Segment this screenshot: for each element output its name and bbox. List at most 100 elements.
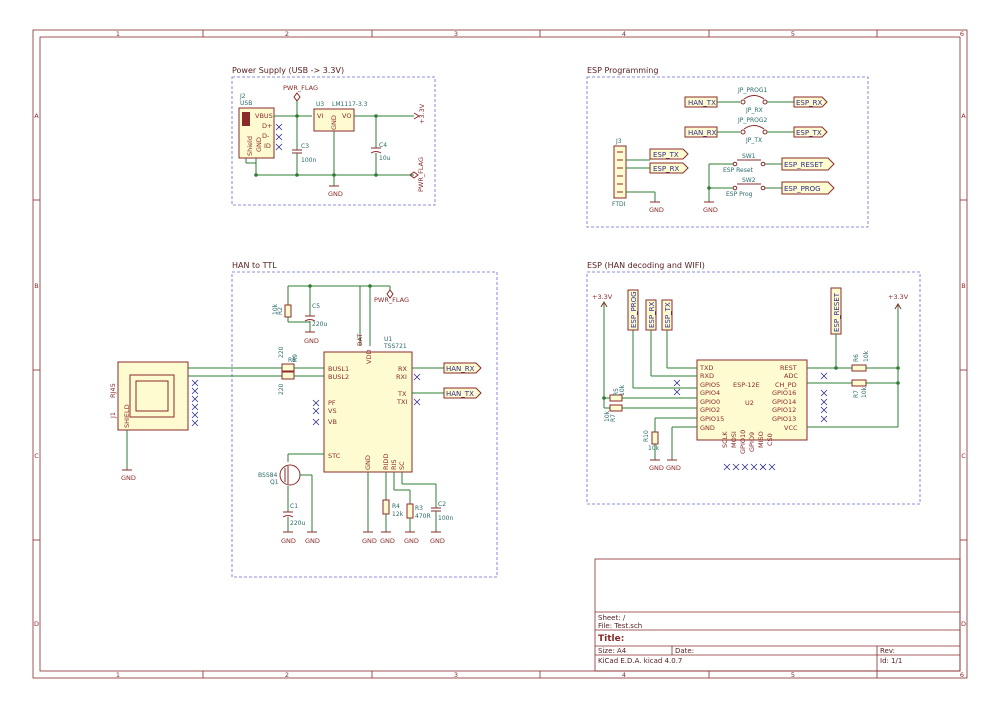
col-label-3-bottom: 3 bbox=[454, 671, 458, 679]
rj45-shield: SHIELD bbox=[123, 404, 131, 428]
gnd-c1: GND bbox=[281, 537, 296, 545]
usb-vbus-pin: VBUS bbox=[255, 112, 273, 120]
gnd-c2: GND bbox=[430, 537, 445, 545]
row-label-b-right: B bbox=[961, 282, 965, 290]
u3-value: LM1117-3.3 bbox=[332, 101, 368, 108]
net-han-tx-prog: HAN_TX bbox=[688, 99, 716, 107]
esp-gpio14: GPIO14 bbox=[772, 398, 796, 406]
j3-ref: J3 bbox=[615, 138, 622, 145]
row-label-c: C bbox=[34, 452, 39, 460]
u1-gnd: GND bbox=[364, 455, 372, 470]
esp-u2-value: ESP-12E bbox=[733, 381, 760, 389]
usb-dplus-pin: D+ bbox=[262, 122, 272, 130]
c1-ref: C1 bbox=[290, 503, 298, 510]
usb-gnd-pin: GND bbox=[255, 137, 263, 152]
r9-ref: R9 bbox=[292, 354, 299, 362]
esp-adc: ADC bbox=[784, 372, 798, 380]
jp2-value: JP_TX bbox=[745, 137, 762, 144]
tb-rev: Rev: bbox=[880, 647, 895, 655]
esp-section: ESP (HAN decoding and WIFI) +3.3V R5 10k… bbox=[586, 261, 921, 505]
net-esp-reset-vertical: ESP_RESET bbox=[833, 292, 841, 332]
r3-value: 470R bbox=[415, 513, 431, 520]
col-label-4-bottom: 4 bbox=[622, 671, 626, 679]
net-esp-prog-vertical: ESP_PROG bbox=[630, 291, 638, 328]
gnd-switches: GND bbox=[703, 206, 718, 214]
esp-gpio12: GPIO12 bbox=[772, 406, 796, 414]
r9-value: 220 bbox=[278, 346, 285, 358]
r4-value: 12k bbox=[392, 511, 404, 518]
net-han-tx: HAN_TX bbox=[446, 390, 474, 398]
c4-ref: C4 bbox=[379, 142, 387, 149]
tb-file: File: Test.sch bbox=[598, 622, 642, 630]
j1-ref: J1 bbox=[109, 412, 117, 419]
net-esp-tx-prog: ESP_TX bbox=[796, 129, 822, 137]
c4-value: 10u bbox=[379, 155, 391, 162]
gnd-u1: GND bbox=[362, 537, 377, 545]
pwr-flag-han: PWR_FLAG bbox=[374, 296, 409, 304]
r8-ref: R8 bbox=[288, 357, 296, 364]
usb-shield-pin: Shield bbox=[246, 136, 254, 156]
u1-stc: STC bbox=[328, 452, 341, 460]
col-label-3: 3 bbox=[454, 30, 458, 38]
jp1-ref: JP_PROG1 bbox=[737, 87, 768, 94]
net-esp-reset-prog: ESP_RESET bbox=[784, 161, 824, 169]
gnd-r10: GND bbox=[649, 464, 664, 472]
esp-cs0: CS0 bbox=[766, 433, 774, 446]
u1-vs: VS bbox=[328, 407, 337, 415]
row-label-d-right: D bbox=[961, 620, 966, 628]
esp-mosi: MOSI bbox=[730, 431, 738, 448]
u1-value: TSS721 bbox=[383, 343, 407, 350]
u1-bat: BAT bbox=[356, 334, 364, 346]
net-esp-rx-prog: ESP_RX bbox=[796, 99, 822, 107]
tb-sheet: Sheet: / bbox=[598, 614, 626, 622]
esp-gpio13: GPIO13 bbox=[772, 415, 796, 423]
q1-ref: Q1 bbox=[270, 479, 279, 486]
esp-gpio4: GPIO4 bbox=[700, 389, 720, 397]
gnd-q1: GND bbox=[305, 537, 320, 545]
u1-ris: RIS bbox=[390, 459, 398, 470]
row-label-d: D bbox=[34, 620, 39, 628]
esp-rxd: RXD bbox=[700, 372, 714, 380]
esp-sclk: SCLK bbox=[721, 431, 729, 448]
r2-ref: R2 bbox=[277, 307, 284, 315]
esp-gpio16: GPIO16 bbox=[772, 389, 796, 397]
r2-value: 10k bbox=[272, 303, 279, 315]
esp-section-title: ESP (HAN decoding and WIFI) bbox=[587, 261, 705, 270]
sw1-value: ESP Reset bbox=[723, 167, 754, 174]
col-label-1: 1 bbox=[116, 30, 120, 38]
col-label-4: 4 bbox=[622, 30, 626, 38]
v33-esp-right: +3.3V bbox=[888, 293, 909, 301]
gnd-c5: GND bbox=[304, 337, 319, 345]
esp-gpio5: GPIO5 bbox=[700, 381, 720, 389]
prog-section-title: ESP Programming bbox=[587, 66, 658, 75]
esp-txd: TXD bbox=[699, 364, 713, 372]
c3-ref: C3 bbox=[301, 143, 309, 150]
ftdi-connector bbox=[613, 145, 627, 199]
esp12e-module bbox=[696, 359, 808, 441]
r8-value: 220 bbox=[278, 383, 285, 395]
v33-power-label: +3.3V bbox=[418, 103, 426, 124]
sw1-ref: SW1 bbox=[742, 153, 756, 160]
u1-vb: VB bbox=[328, 418, 337, 426]
esp-u2-ref: U2 bbox=[745, 399, 754, 407]
j2-ref: J2 bbox=[239, 93, 246, 100]
pwr-flag-top: PWR_FLAG bbox=[283, 84, 318, 92]
u1-txi: TXI bbox=[396, 398, 407, 406]
u1-vdd: VDD bbox=[365, 350, 373, 364]
u1-ridd: RIDD bbox=[382, 454, 390, 470]
u3-vo: VO bbox=[342, 112, 351, 120]
r7-ref: R7 bbox=[853, 390, 860, 398]
r4-ref: R4 bbox=[392, 503, 400, 510]
r5-value: 10k bbox=[619, 384, 626, 396]
u1-busl2: BUSL2 bbox=[328, 373, 349, 381]
sw2-value: ESP Prog bbox=[726, 191, 753, 198]
col-label-5: 5 bbox=[791, 30, 795, 38]
c1-value: 220u bbox=[290, 520, 305, 527]
rj45-label: RJ45 bbox=[109, 383, 117, 398]
r5-ref: R5 bbox=[613, 388, 620, 396]
r6-value: 10k bbox=[863, 350, 870, 362]
u3-ref: U3 bbox=[316, 101, 324, 108]
esp-gpio15: GPIO15 bbox=[700, 415, 724, 423]
esp-rest: REST bbox=[780, 364, 797, 372]
